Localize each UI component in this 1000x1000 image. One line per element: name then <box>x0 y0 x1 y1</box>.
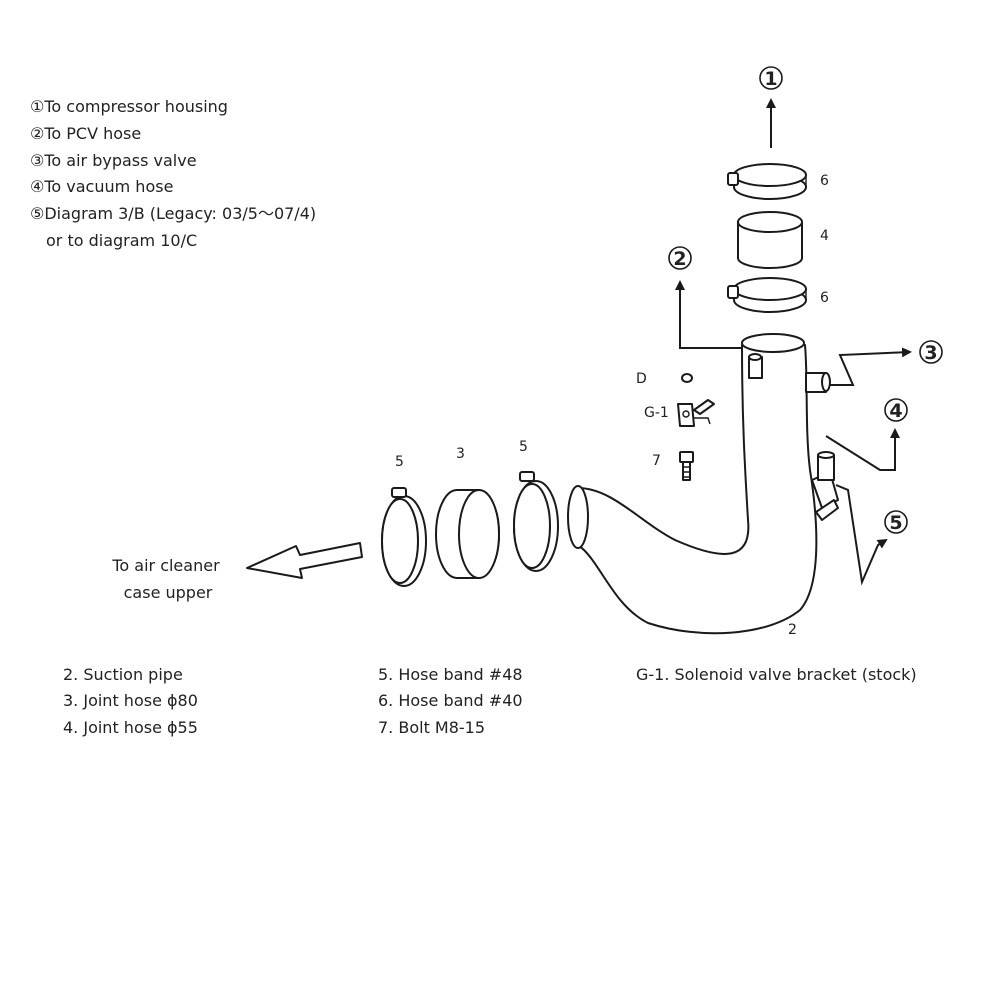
connection-legend: ①To compressor housing ②To PCV hose ③To … <box>30 97 316 250</box>
callout-2: 2 <box>668 246 692 270</box>
arrow-to-air-cleaner <box>246 542 363 579</box>
callout-4: 4 <box>884 398 908 422</box>
parts-list: 2. Suction pipe 3. Joint hose ϕ80 4. Joi… <box>63 665 917 737</box>
legend-item-1: ①To compressor housing <box>30 97 228 116</box>
hose-band-40-top <box>727 163 807 200</box>
label-left-band-a: 5 <box>395 454 404 470</box>
joint-hose-55 <box>737 211 803 269</box>
label-bracket: G-1 <box>644 405 669 421</box>
label-bolt: 7 <box>652 453 661 469</box>
hose-band-48-left <box>381 487 427 587</box>
label-band-top: 6 <box>820 173 829 189</box>
part-item: 4. Joint hose ϕ55 <box>63 718 198 737</box>
svg-text:4: 4 <box>889 400 902 422</box>
svg-text:3: 3 <box>924 342 937 364</box>
part-item: 5. Hose band #48 <box>378 665 523 684</box>
washer <box>681 373 693 383</box>
label-detail-d: D <box>636 371 647 387</box>
label-air-cleaner-1: To air cleaner <box>111 556 220 575</box>
svg-text:5: 5 <box>889 512 902 534</box>
label-pipe: 2 <box>788 622 797 638</box>
part-item: 7. Bolt M8-15 <box>378 718 485 737</box>
callout-3: 3 <box>919 340 943 364</box>
legend-item-5: ⑤Diagram 3/B (Legacy: 03/5～07/4) <box>30 204 316 223</box>
part-item: G-1. Solenoid valve bracket (stock) <box>636 665 917 684</box>
callout-5: 5 <box>884 510 908 534</box>
legend-item-3: ③To air bypass valve <box>30 151 197 170</box>
leader-to-diagram-3b <box>835 484 888 586</box>
part-item: 6. Hose band #40 <box>378 691 523 710</box>
part-item: 2. Suction pipe <box>63 665 183 684</box>
leader-to-bypass-valve <box>822 347 912 386</box>
label-band-lower: 6 <box>820 290 829 306</box>
svg-text:2: 2 <box>673 248 686 270</box>
suction-pipe <box>567 333 839 635</box>
label-left-band-b: 5 <box>519 439 528 455</box>
legend-item-5-cont: or to diagram 10/C <box>46 231 197 250</box>
hose-band-48-right <box>513 471 559 572</box>
leader-to-vacuum-hose <box>825 428 900 471</box>
label-left-joint: 3 <box>456 446 465 462</box>
solenoid-valve-bracket <box>677 399 715 427</box>
legend-item-4: ④To vacuum hose <box>30 177 173 196</box>
hose-band-40-lower <box>727 277 807 313</box>
svg-text:1: 1 <box>764 68 777 90</box>
part-item: 3. Joint hose ϕ80 <box>63 691 198 710</box>
label-joint-small: 4 <box>820 228 829 244</box>
joint-hose-80 <box>435 489 500 579</box>
bolt-m8 <box>679 451 694 481</box>
callout-1: 1 <box>759 66 783 90</box>
legend-item-2: ②To PCV hose <box>30 124 141 143</box>
label-air-cleaner-2: case upper <box>124 583 213 602</box>
